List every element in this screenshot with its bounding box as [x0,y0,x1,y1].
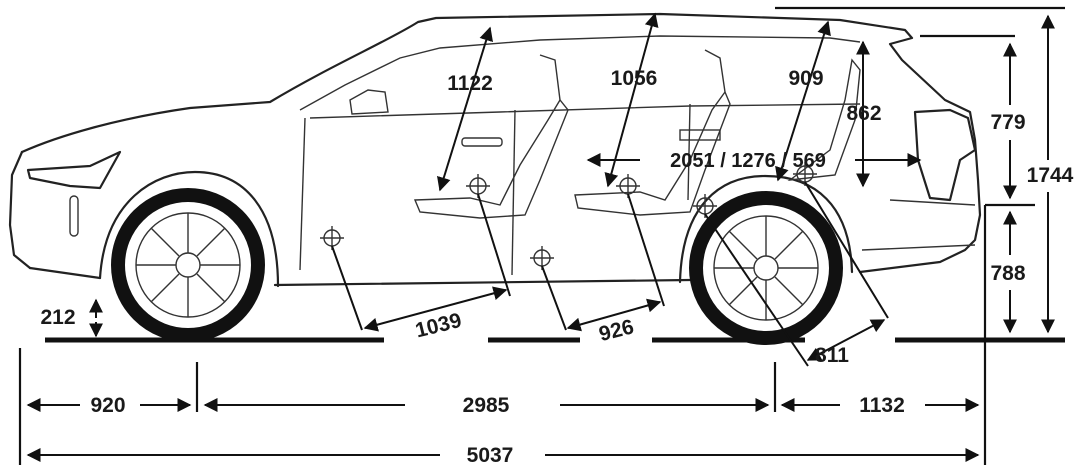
extension-lines [18,6,1065,465]
cargo-length-label: 2051 / 1276 / 569 [670,150,826,172]
car-body [8,12,982,288]
legroom-second-label: 926 [597,315,637,346]
dimension-labels: 920 2985 1132 5037 1744 779 788 212 1122… [40,67,1073,467]
overall-height-label: 1744 [1027,164,1074,187]
third-row-height-label: 862 [846,102,881,125]
overall-length-label: 5037 [467,444,514,467]
headroom-second-label: 1056 [611,67,658,90]
dimension-arrows [26,12,1055,462]
wheelbase-label: 2985 [463,394,510,417]
rear-lower-height-label: 788 [990,262,1025,285]
front-wheel [111,188,265,342]
rear-cargo-depth-label: 811 [815,344,849,367]
rear-overhang-label: 1132 [859,394,905,417]
ground-clearance-label: 212 [40,306,75,329]
rear-wheel [689,191,843,345]
rear-upper-height-label: 779 [990,111,1025,134]
front-overhang-label: 920 [90,394,125,417]
headroom-third-label: 909 [788,67,823,90]
headroom-front-label: 1122 [447,72,493,95]
